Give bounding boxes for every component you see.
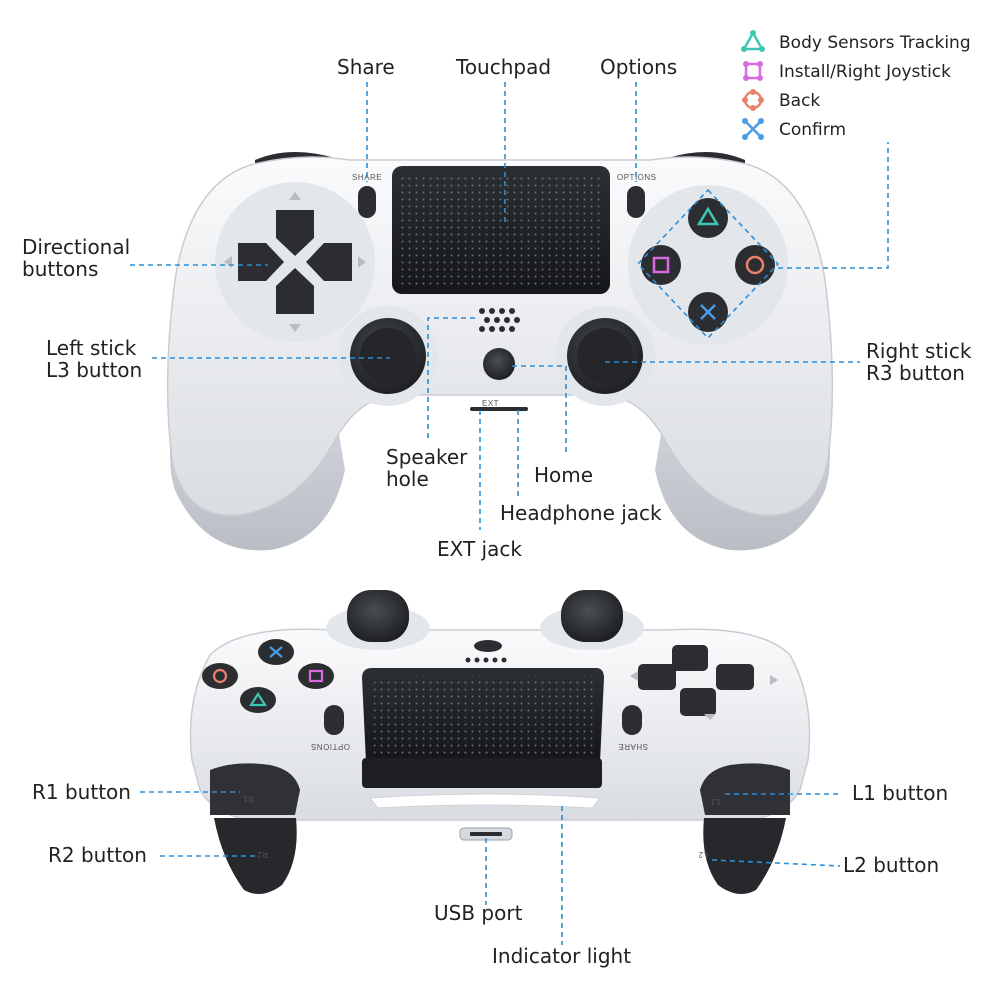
back-touchpad-edge	[362, 758, 602, 788]
cross-button[interactable]	[688, 292, 728, 332]
touchpad-texture	[400, 174, 602, 286]
square-icon	[743, 61, 763, 81]
triangle-icon	[741, 30, 765, 52]
controller-back-view: OPTIONS SHARE R1 R2 L1 L2	[189, 590, 811, 894]
back-dpad-down-arrow-icon	[704, 714, 716, 720]
ext-label: EXT jack	[437, 537, 522, 561]
back-dpad-up[interactable]	[672, 645, 708, 671]
right-stick-cap	[577, 328, 633, 384]
back-home-button[interactable]	[474, 640, 502, 652]
back-dpad-left-arrow-icon	[630, 671, 638, 681]
headphone-label: Headphone jack	[500, 501, 662, 525]
dpad-right-arrow-icon	[358, 256, 366, 268]
directional-label-line2: buttons	[22, 257, 98, 281]
back-dpad-right-arrow-icon	[770, 675, 778, 685]
back-share-button[interactable]	[622, 705, 642, 735]
back-right-stick[interactable]	[347, 590, 409, 642]
share-printed-label: SHARE	[352, 173, 382, 182]
dpad-up-button[interactable]	[276, 210, 314, 256]
legend: Body Sensors Tracking Install/Right Joys…	[741, 30, 971, 140]
controller-top-view: SHARE OPTIONS	[166, 151, 834, 551]
back-options-printed-label: OPTIONS	[310, 742, 350, 751]
back-options-button[interactable]	[324, 705, 344, 735]
home-button[interactable]	[483, 348, 515, 380]
back-share-printed-label: SHARE	[618, 742, 648, 751]
speaker-grille	[479, 308, 520, 332]
back-square-button[interactable]	[298, 663, 334, 689]
indicator-light	[369, 793, 601, 809]
right-stick-label-line2: R3 button	[866, 361, 965, 385]
dpad-right-button[interactable]	[306, 243, 352, 281]
usb-label: USB port	[434, 901, 523, 925]
back-circle-button[interactable]	[202, 663, 238, 689]
speaker-label-line2: hole	[386, 467, 429, 491]
back-dpad-right[interactable]	[716, 664, 754, 690]
speaker-label-line1: Speaker	[386, 445, 468, 469]
dpad-left-button[interactable]	[238, 243, 284, 281]
ext-jack[interactable]	[470, 407, 528, 411]
home-label: Home	[534, 463, 593, 487]
left-stick-label-line2: L3 button	[46, 358, 142, 382]
options-label: Options	[600, 55, 677, 79]
back-dpad-down[interactable]	[680, 688, 716, 716]
back-cross-button[interactable]	[258, 639, 294, 665]
r1-label: R1 button	[32, 780, 131, 804]
share-button[interactable]	[358, 186, 376, 218]
dpad-up-arrow-icon	[289, 192, 301, 200]
legend-label-back: Back	[779, 91, 820, 111]
l2-printed-label: L2	[698, 850, 708, 859]
l1-label: L1 button	[852, 781, 948, 805]
left-stick-label-line1: Left stick	[46, 336, 137, 360]
r2-label: R2 button	[48, 843, 147, 867]
r1-button[interactable]	[210, 763, 300, 815]
legend-label-confirm: Confirm	[779, 120, 846, 140]
share-label: Share	[337, 55, 395, 79]
l2-label: L2 button	[843, 853, 939, 877]
ext-printed-label: EXT	[482, 399, 499, 408]
legend-label-install: Install/Right Joystick	[779, 62, 951, 82]
back-dpad[interactable]	[638, 645, 754, 716]
back-left-stick[interactable]	[561, 590, 623, 642]
dpad-down-button[interactable]	[276, 268, 314, 314]
l1-printed-label: L1	[710, 797, 720, 806]
back-dpad-left[interactable]	[638, 664, 676, 690]
r2-button[interactable]	[214, 818, 297, 894]
legend-label-body-sensors: Body Sensors Tracking	[779, 33, 971, 53]
usb-port-slot	[470, 832, 502, 836]
options-button[interactable]	[627, 186, 645, 218]
cross-icon	[742, 118, 764, 140]
left-stick-cap	[360, 328, 416, 384]
touchpad-label: Touchpad	[455, 55, 551, 79]
circle-button[interactable]	[735, 245, 775, 285]
options-printed-label: OPTIONS	[617, 173, 657, 182]
back-view-leaders	[140, 791, 842, 945]
top-view-leaders	[130, 82, 889, 530]
back-touchpad-texture	[374, 676, 594, 756]
l1-button[interactable]	[700, 763, 790, 815]
square-button[interactable]	[641, 245, 681, 285]
right-stick-label-line1: Right stick	[866, 339, 972, 363]
indicator-label: Indicator light	[492, 944, 631, 968]
r1-printed-label: R1	[243, 794, 254, 803]
dpad[interactable]	[238, 210, 352, 314]
directional-label-line1: Directional	[22, 235, 130, 259]
back-triangle-button[interactable]	[240, 687, 276, 713]
triangle-button[interactable]	[688, 198, 728, 238]
circle-icon	[742, 89, 764, 111]
dpad-down-arrow-icon	[289, 324, 301, 332]
l2-button[interactable]	[703, 818, 786, 894]
r2-printed-label: R2	[257, 850, 268, 859]
back-speaker-grille	[465, 657, 507, 663]
face-button-well	[628, 185, 788, 345]
dpad-well	[215, 182, 375, 342]
